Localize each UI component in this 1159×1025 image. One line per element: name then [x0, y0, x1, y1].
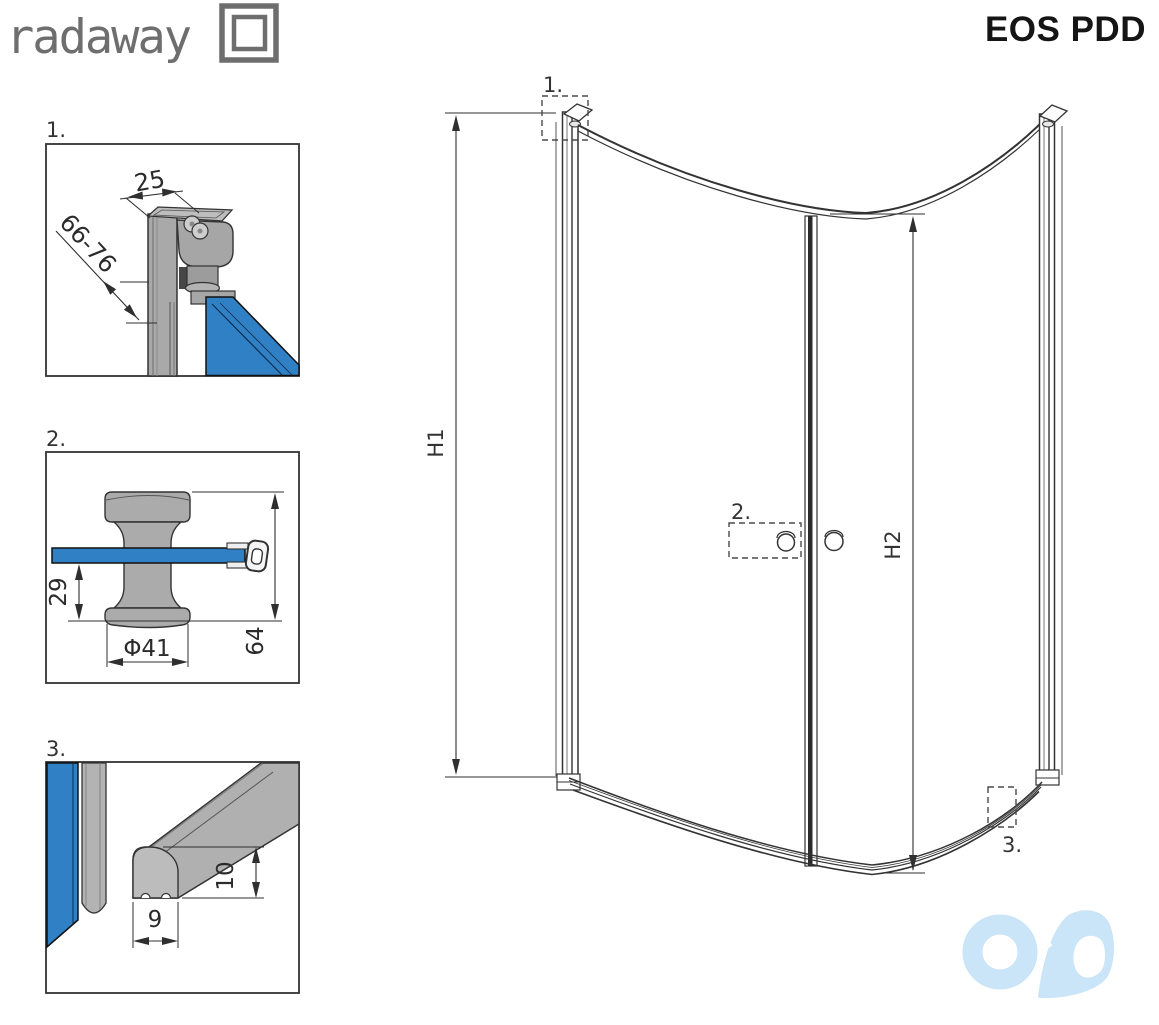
dim-66-76: 66-76	[54, 208, 157, 324]
detail-1-label: 1.	[46, 118, 66, 142]
dim-9: 9	[132, 902, 179, 948]
callout-3-label: 3.	[1002, 833, 1022, 857]
dim-9-label: 9	[148, 907, 163, 933]
dim-41: Φ41	[106, 624, 189, 667]
dim-h1-label: H1	[425, 428, 448, 457]
detail-3-label: 3.	[46, 737, 66, 761]
dim-25: 25	[119, 165, 200, 219]
detail-2-label: 2.	[46, 427, 66, 451]
dim-25-label: 25	[132, 165, 167, 198]
double-square-icon	[219, 3, 279, 63]
door-knobs	[776, 529, 844, 552]
dim-41-label: Φ41	[123, 636, 170, 662]
callout-3: 3.	[987, 786, 1022, 857]
dim-10-label: 10	[213, 861, 239, 890]
seal-profile-drawing	[132, 762, 300, 899]
dim-29: 29	[46, 564, 83, 620]
dim-10: 10	[163, 846, 264, 899]
hinge-drawing	[176, 215, 236, 305]
dim-66-76-label: 66-76	[54, 208, 122, 278]
glass-panel-2	[51, 539, 270, 573]
knob-drawing	[104, 491, 191, 629]
callout-1-label: 1.	[543, 73, 563, 97]
h2-dimension: H2	[830, 213, 925, 874]
callout-1: 1.	[541, 73, 589, 141]
detail-3-figure: 3. 10 9	[45, 737, 300, 994]
main-drawing: H1 1. 2. H2	[425, 73, 1069, 876]
glass-panel-3	[46, 762, 79, 949]
left-wall-profile	[555, 103, 594, 791]
interlocked-cd-watermark-icon	[962, 903, 1114, 998]
detail-1-figure: 1. 25 66-76	[45, 118, 300, 377]
center-stile	[804, 215, 818, 867]
bottom-rail	[568, 777, 1043, 876]
brand-logo: radaway	[6, 3, 279, 65]
detail-2-box	[45, 451, 300, 684]
dim-h2-label: H2	[881, 530, 905, 559]
detail-3-box	[45, 761, 300, 994]
dim-29-label: 29	[46, 577, 72, 606]
callout-2: 2.	[728, 500, 802, 559]
glass-panel-1	[205, 296, 300, 377]
top-arc	[577, 122, 1042, 220]
dim-64: 64	[68, 491, 284, 656]
glass-end-cap	[244, 539, 270, 573]
brand-logo-text: radaway	[6, 10, 191, 65]
door-profile-strip	[81, 762, 107, 914]
right-wall-profile	[1035, 104, 1069, 786]
product-title: EOS PDD	[984, 10, 1146, 49]
h1-dimension: H1	[425, 112, 562, 778]
wall-profile-drawing	[146, 206, 234, 377]
detail-2-figure: 2. 29 64 Φ41	[45, 427, 300, 684]
callout-2-label: 2.	[731, 500, 751, 524]
dim-64-label: 64	[243, 626, 269, 655]
